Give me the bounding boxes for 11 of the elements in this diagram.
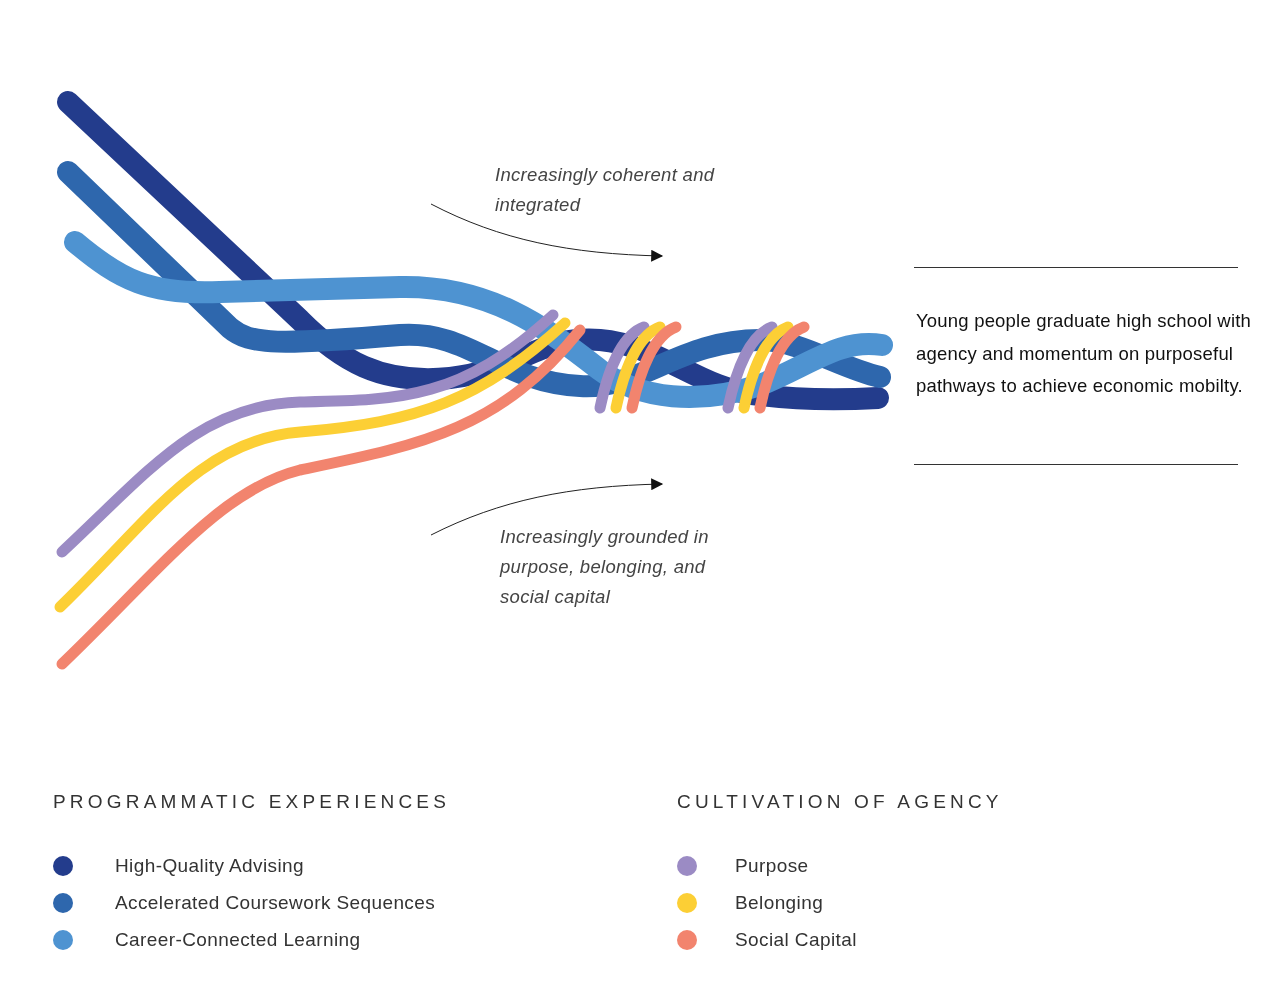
legend-label: Accelerated Coursework Sequences [115, 892, 436, 914]
legend-label: Belonging [735, 892, 824, 914]
outcome-text: Young people graduate high school with agency and momentum on purposeful pathways to achieve economic mobilty. [916, 309, 1253, 398]
annotation-text: Increasingly coherent and integrated [495, 163, 716, 217]
annotation-text: Increasingly grounded in purpose, belonging, and social capital [500, 525, 710, 609]
legend-label: Career-Connected Learning [115, 929, 361, 951]
legend-label: Social Capital [735, 929, 857, 951]
section-heading: PROGRAMMATIC EXPERIENCES [53, 790, 452, 814]
legend-label: High-Quality Advising [115, 855, 304, 877]
legend-label: Purpose [735, 855, 809, 877]
section-heading: CULTIVATION OF AGENCY [677, 790, 1004, 814]
